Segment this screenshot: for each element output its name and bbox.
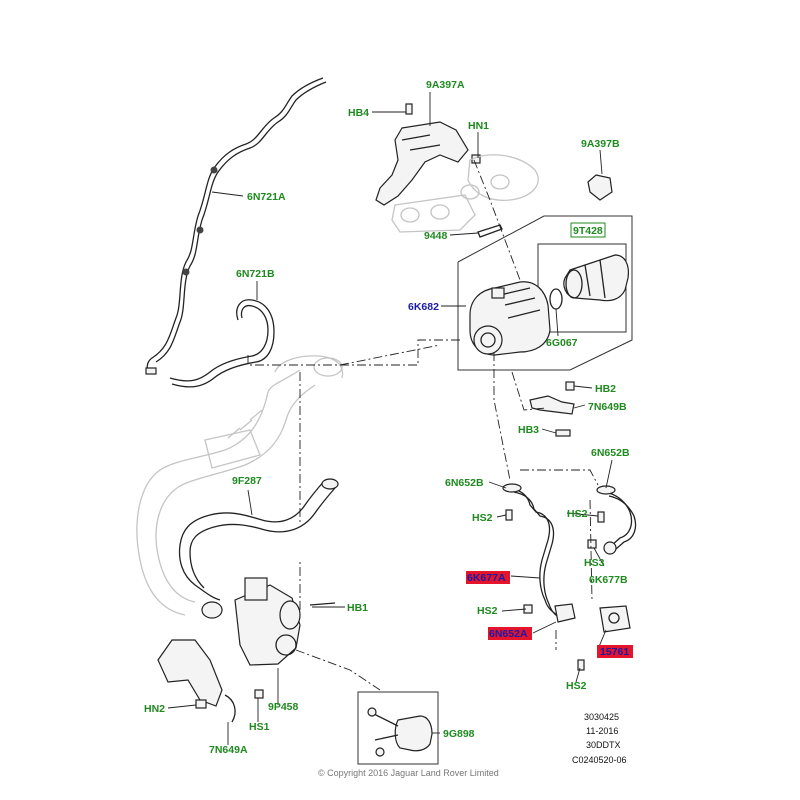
label-15761[interactable]: 15761 — [600, 646, 629, 658]
label-6N652A[interactable]: 6N652A — [489, 628, 528, 640]
background-pipework — [136, 355, 344, 616]
reference-line-1: 3030425 — [584, 712, 619, 722]
valve-assembly-9P458 — [201, 577, 336, 666]
heat-shield-9A397A — [375, 103, 481, 206]
highlight-15761 — [597, 645, 633, 658]
copyright-notice: © Copyright 2016 Jaguar Land Rover Limit… — [318, 768, 499, 778]
label-6K677A[interactable]: 6K677A — [467, 572, 506, 584]
label-HS3[interactable]: HS3 — [584, 557, 605, 569]
part-labels: 9A397A HB4 HN1 9A397B 6N721A 9448 9T428 … — [144, 79, 630, 756]
label-7N649A[interactable]: 7N649A — [209, 744, 248, 756]
actuator-9G898 — [357, 691, 439, 765]
leader-lines — [167, 92, 613, 745]
label-9A397B[interactable]: 9A397B — [581, 138, 620, 150]
label-HB1[interactable]: HB1 — [347, 602, 368, 614]
turbocharger-6K682 — [469, 281, 551, 356]
gasket-15761 — [577, 605, 631, 671]
oil-pipe-6K677A — [502, 483, 576, 623]
bracket-7N649A — [157, 639, 264, 723]
label-6K682[interactable]: 6K682 — [408, 301, 439, 313]
label-HS2-d[interactable]: HS2 — [566, 680, 587, 692]
label-6N721A[interactable]: 6N721A — [247, 191, 286, 203]
breather-hose-6N721B — [169, 299, 275, 388]
label-9G898[interactable]: 9G898 — [443, 728, 475, 740]
label-HN2[interactable]: HN2 — [144, 703, 165, 715]
label-HB3[interactable]: HB3 — [518, 424, 539, 436]
label-HS2-b[interactable]: HS2 — [567, 508, 588, 520]
label-6N652B-left[interactable]: 6N652B — [445, 477, 484, 489]
label-HB4[interactable]: HB4 — [348, 107, 369, 119]
label-9P458[interactable]: 9P458 — [268, 701, 299, 713]
heat-shield-9A397B — [587, 174, 613, 201]
bracket-7N649B — [529, 381, 575, 437]
label-9A397A[interactable]: 9A397A — [426, 79, 465, 91]
reference-line-3: 30DDTX — [586, 740, 621, 750]
intake-hose-9F287 — [178, 478, 339, 601]
label-7N649B[interactable]: 7N649B — [588, 401, 627, 413]
reference-line-2: 11-2016 — [586, 726, 618, 736]
gasket-6G067 — [549, 288, 563, 310]
label-6K677B[interactable]: 6K677B — [589, 574, 628, 586]
label-9448[interactable]: 9448 — [424, 230, 448, 242]
label-6G067[interactable]: 6G067 — [546, 337, 578, 349]
label-HS2-a[interactable]: HS2 — [472, 512, 493, 524]
label-6N652B-right[interactable]: 6N652B — [591, 447, 630, 459]
frame-9T428 — [570, 222, 606, 238]
gasket-9448 — [477, 224, 503, 238]
catalytic-converter-9T428 — [563, 254, 630, 302]
oil-pipe-6K677B — [587, 485, 637, 555]
label-HS1[interactable]: HS1 — [249, 721, 270, 733]
assembly-lines — [247, 159, 599, 691]
breather-hose-6N721A — [145, 77, 327, 375]
label-9F287[interactable]: 9F287 — [232, 475, 262, 487]
label-HB2[interactable]: HB2 — [595, 383, 616, 395]
label-HS2-c[interactable]: HS2 — [477, 605, 498, 617]
highlight-6K677A — [466, 571, 510, 584]
label-6N721B[interactable]: 6N721B — [236, 268, 275, 280]
label-HN1[interactable]: HN1 — [468, 120, 489, 132]
reference-block: 3030425 11-2016 30DDTX C0240520-06 — [572, 712, 627, 765]
reference-line-4: C0240520-06 — [572, 755, 627, 765]
exhaust-manifold — [391, 154, 539, 233]
highlight-6N652A — [488, 627, 532, 640]
label-9T428[interactable]: 9T428 — [573, 225, 603, 237]
